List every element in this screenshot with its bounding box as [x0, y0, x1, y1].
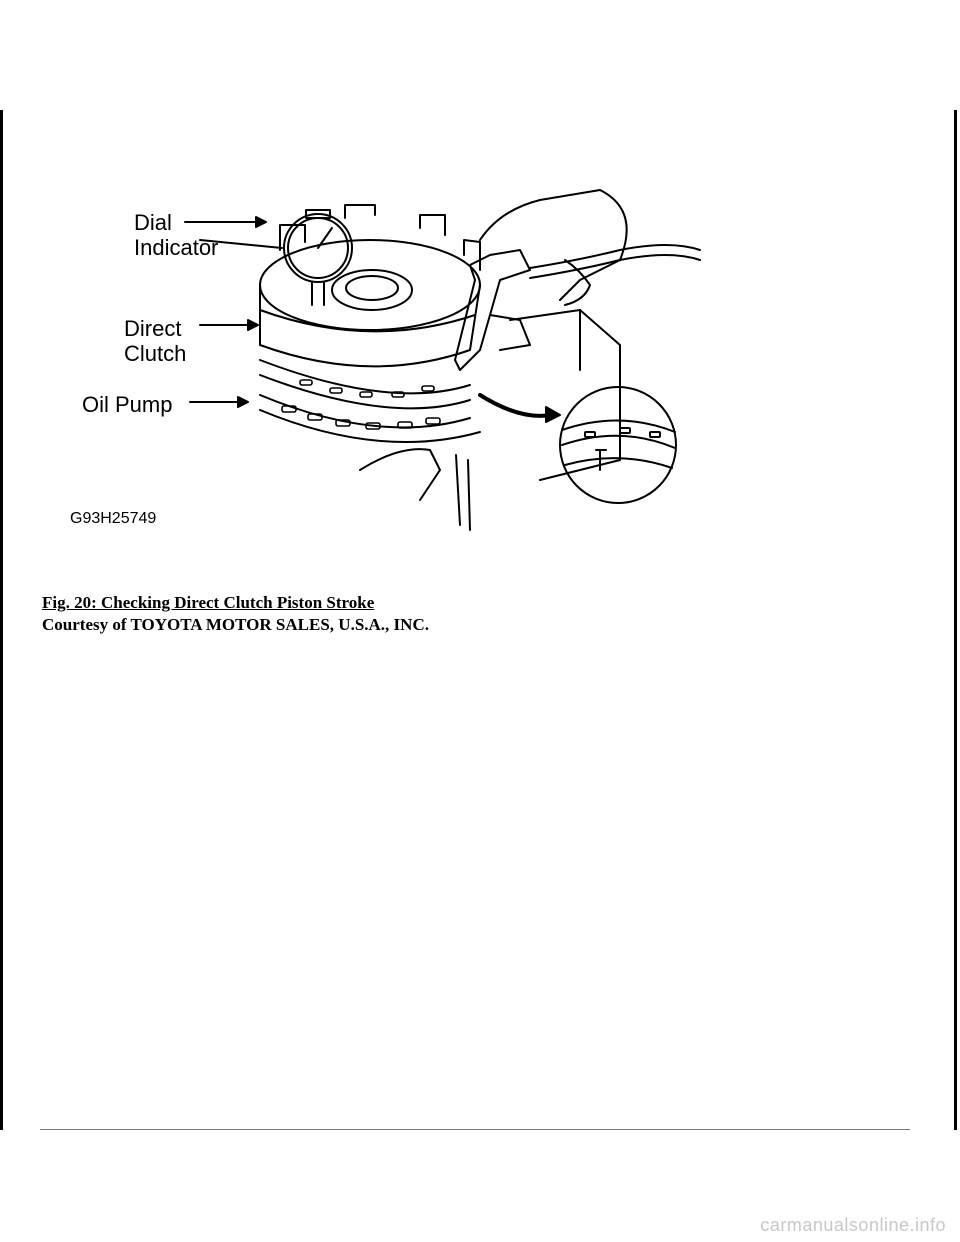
- callout-dial-indicator: Dial Indicator: [134, 210, 218, 260]
- callout-direct-line2: Clutch: [124, 341, 187, 366]
- caption-title: Fig. 20: Checking Direct Clutch Piston S…: [42, 593, 375, 612]
- callout-dial-line1: Dial: [134, 210, 172, 235]
- page-left-border: [0, 110, 3, 1130]
- callout-oil-pump: Oil Pump: [82, 392, 173, 417]
- figure-caption: Fig. 20: Checking Direct Clutch Piston S…: [42, 592, 429, 636]
- footer-rule: [40, 1129, 910, 1130]
- clutch-diagram: [184, 189, 701, 531]
- figure-illustration: Dial Indicator Direct Clutch Oil Pump G9…: [60, 170, 740, 540]
- caption-credit: Courtesy of TOYOTA MOTOR SALES, U.S.A., …: [42, 615, 429, 634]
- callout-dial-line2: Indicator: [134, 235, 219, 260]
- figure-code: G93H25749: [70, 510, 157, 527]
- page-right-border: [954, 110, 957, 1130]
- watermark: carmanualsonline.info: [760, 1215, 946, 1235]
- callout-direct-clutch: Direct Clutch: [124, 316, 186, 366]
- callout-direct-line1: Direct: [124, 316, 182, 341]
